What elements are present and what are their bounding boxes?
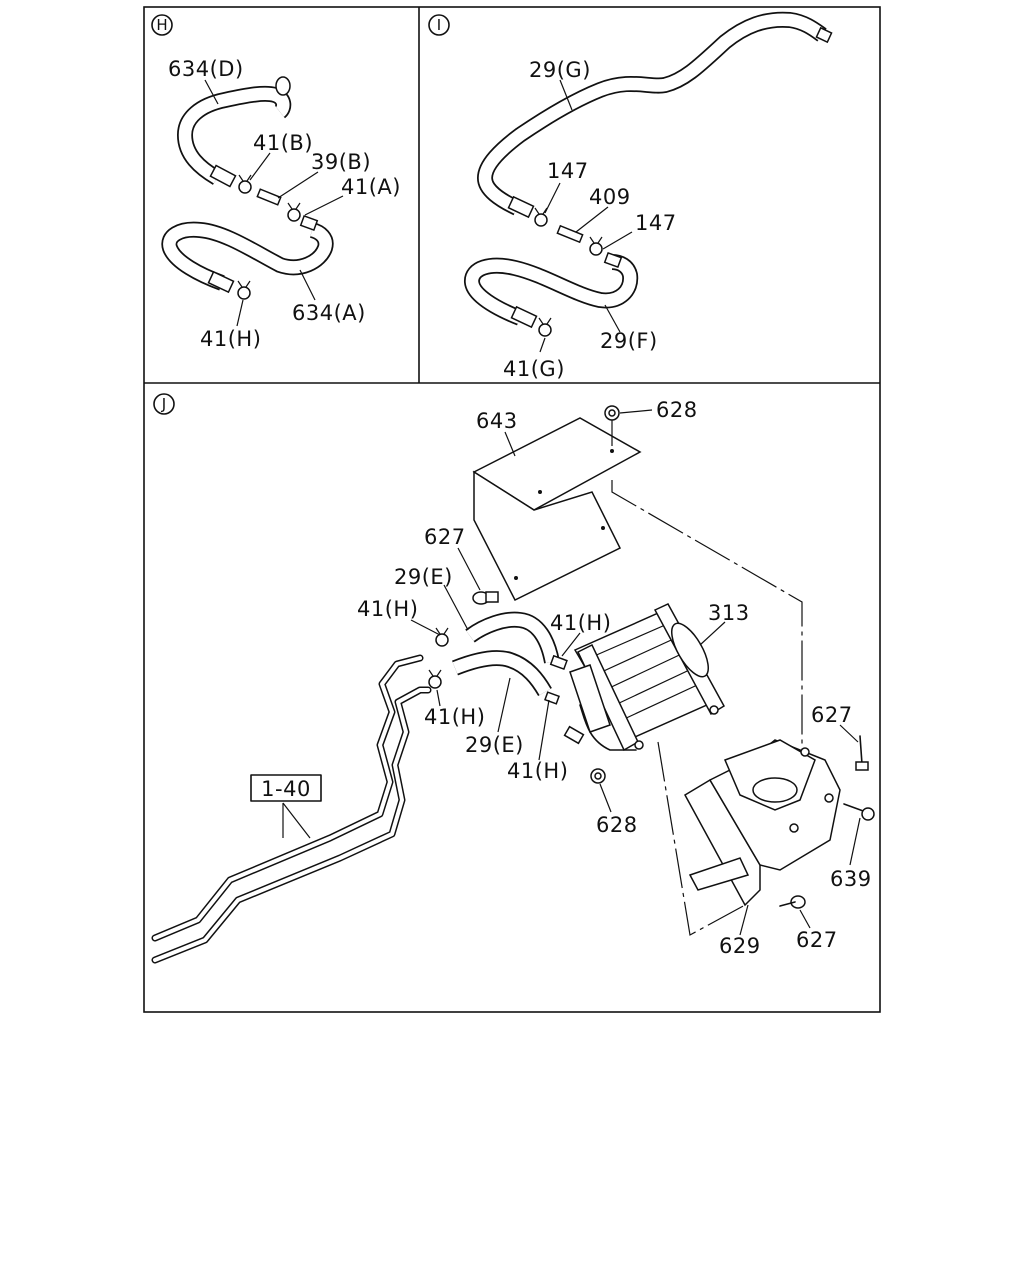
label-639: 639: [830, 867, 872, 891]
heater-core-313: [563, 603, 726, 752]
pipes-1-40: [151, 654, 432, 964]
labels-panel-h: 634(D) 41(B) 39(B) 41(A) 634(A) 41(H): [168, 57, 401, 351]
label-627-b: 627: [811, 703, 853, 727]
svg-text:I: I: [437, 16, 441, 34]
label-313: 313: [708, 601, 750, 625]
label-41h-b: 41(H): [424, 705, 485, 729]
svg-text:J: J: [161, 395, 166, 413]
label-147b: 147: [635, 211, 677, 235]
label-41h: 41(H): [200, 327, 261, 351]
label-627-c: 627: [796, 928, 838, 952]
label-628-bottom: 628: [596, 813, 638, 837]
hose-29e-lower: [452, 650, 552, 697]
label-41b: 41(B): [253, 131, 313, 155]
label-628-top: 628: [656, 398, 698, 422]
labels-panel-i: 29(G) 147 409 147 29(F) 41(G): [503, 58, 677, 381]
cover-plate-643: [472, 417, 642, 602]
bracket-629: [683, 739, 841, 907]
leaders-panel-h: [204, 79, 344, 327]
label-41h-c: 41(H): [550, 611, 611, 635]
panel-h-marker: H: [151, 14, 173, 36]
clamp-147b: [589, 236, 603, 256]
label-29f: 29(F): [600, 329, 658, 353]
clamp-41a: [287, 202, 319, 232]
connector-39b: [256, 188, 282, 206]
clamp-41g: [538, 317, 552, 337]
hose-29e-upper: [465, 611, 560, 664]
leaders-panel-j: [282, 409, 861, 936]
panel-j-marker: J: [153, 393, 175, 415]
panel-i-marker: I: [428, 14, 450, 36]
clamp-147a: [534, 207, 548, 227]
label-41h-a: 41(H): [357, 597, 418, 621]
label-41g: 41(G): [503, 357, 565, 381]
label-634a: 634(A): [292, 301, 366, 325]
label-409: 409: [589, 185, 631, 209]
nut-628-top: [604, 405, 620, 446]
label-634d: 634(D): [168, 57, 244, 81]
hose-29g: [477, 11, 833, 219]
label-29e-bottom: 29(E): [465, 733, 524, 757]
label-629: 629: [719, 934, 761, 958]
label-1-40-box: [250, 774, 322, 802]
diagram-frame: [143, 6, 881, 1013]
clamp-41h-panel-h: [237, 280, 251, 300]
assembly-lines: [611, 480, 803, 936]
hose-634d: [177, 76, 292, 188]
label-39b: 39(B): [311, 150, 371, 174]
label-29e-top: 29(E): [394, 565, 453, 589]
bolt-639: [843, 803, 875, 821]
label-41a: 41(A): [341, 175, 401, 199]
label-29g: 29(G): [529, 58, 591, 82]
hose-29f: [464, 251, 639, 329]
svg-text:H: H: [156, 16, 167, 34]
label-147a: 147: [547, 159, 589, 183]
nut-628-bottom: [590, 768, 606, 784]
bolt-627-c: [779, 895, 806, 909]
bolt-627-a: [472, 591, 499, 605]
labels-panel-j: 643 628 627 29(E) 41(H) 41(H) 313 41(H) …: [250, 398, 872, 958]
label-627-a: 627: [424, 525, 466, 549]
connector-409: [556, 224, 584, 244]
clamp-41b: [238, 174, 252, 194]
label-1-40: 1-40: [261, 777, 311, 801]
hose-634a: [161, 221, 334, 294]
clamps-41h: [428, 627, 568, 705]
bolt-627-b: [855, 735, 869, 771]
label-643: 643: [476, 409, 518, 433]
leaders-panel-i: [539, 79, 633, 353]
label-41h-d: 41(H): [507, 759, 568, 783]
